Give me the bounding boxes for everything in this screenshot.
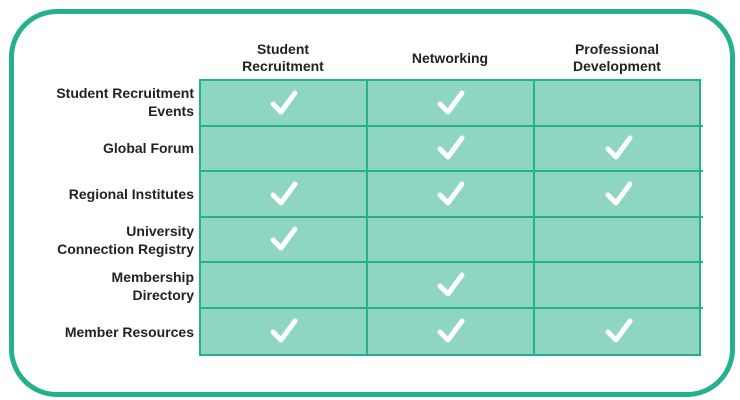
- matrix-cell: [201, 81, 368, 127]
- checkmark-icon: [270, 226, 297, 251]
- matrix-cell: [368, 81, 535, 127]
- matrix-cell: [201, 172, 368, 218]
- checkmark-icon: [437, 272, 464, 297]
- row-header-university-connection-registry: University Connection Registry: [57, 223, 194, 257]
- checkmark-icon: [270, 181, 297, 206]
- column-header-student-recruitment: Student Recruitment: [242, 41, 324, 74]
- row-header-regional-institutes: Regional Institutes: [68, 186, 194, 202]
- matrix-cell: [535, 263, 703, 309]
- checkmark-icon: [437, 181, 464, 206]
- feature-matrix-grid: [199, 79, 703, 356]
- matrix-cell: [535, 172, 703, 218]
- checkmark-icon: [270, 90, 297, 115]
- matrix-cell: [368, 263, 535, 309]
- matrix-cell: [535, 127, 703, 172]
- matrix-cell: [201, 126, 368, 172]
- row-header-global-forum: Global Forum: [103, 140, 194, 156]
- matrix-cell: [535, 309, 703, 355]
- matrix-cell: [368, 217, 535, 263]
- column-header-networking: Networking: [411, 49, 489, 66]
- matrix-cell: [368, 172, 535, 218]
- checkmark-icon: [605, 318, 633, 343]
- matrix-cell: [535, 218, 703, 263]
- checkmark-icon: [605, 181, 633, 206]
- checkmark-icon: [437, 135, 464, 160]
- checkmark-icon: [437, 318, 464, 343]
- matrix-cell: [368, 308, 535, 354]
- matrix-cell: [201, 217, 368, 263]
- column-header-professional-development: Professional Development: [573, 41, 661, 74]
- checkmark-icon: [437, 90, 464, 115]
- matrix-cell: [368, 126, 535, 172]
- matrix-cell: [201, 263, 368, 309]
- checkmark-icon: [605, 135, 633, 160]
- row-header-student-recruitment-events: Student Recruitment Events: [56, 85, 194, 119]
- row-header-membership-directory: Membership Directory: [111, 269, 194, 303]
- checkmark-icon: [270, 318, 297, 343]
- matrix-cell: [535, 81, 703, 127]
- matrix-cell: [201, 308, 368, 354]
- row-header-member-resources: Member Resources: [64, 324, 194, 340]
